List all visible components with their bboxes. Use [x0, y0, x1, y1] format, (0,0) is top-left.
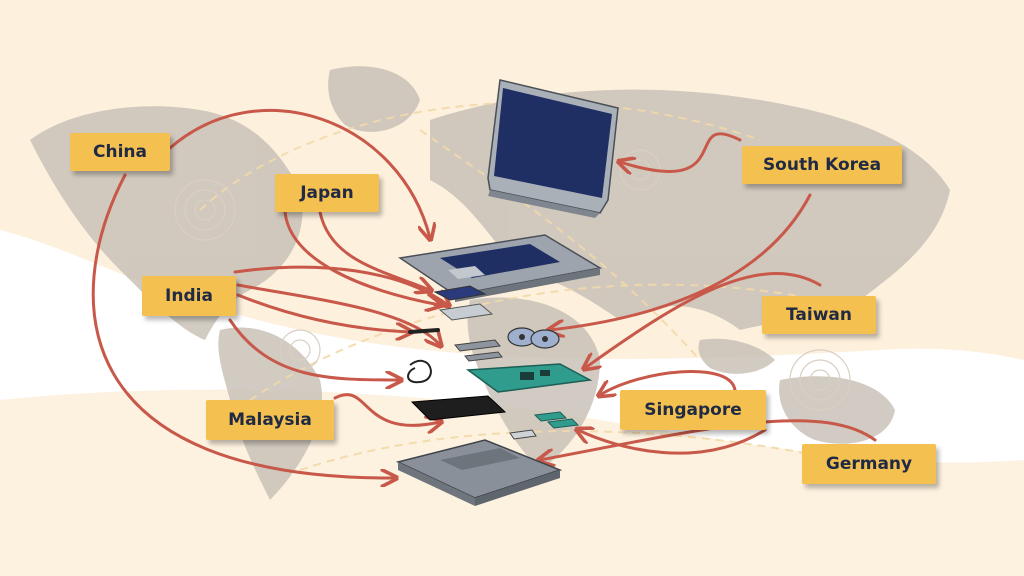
arrow-india-heatsink [236, 293, 410, 332]
label-taiwan: Taiwan [762, 296, 876, 334]
map-southeast-asia [698, 338, 775, 374]
label-malaysia: Malaysia [206, 400, 334, 440]
laptop-components [395, 79, 619, 506]
arrow-india-keyboard [233, 265, 448, 305]
ssd-plate [410, 395, 507, 421]
arrow-taiwan-motherboard [585, 272, 822, 368]
arrow-malaysia-ssd [333, 393, 440, 426]
laptop-screen [487, 79, 619, 218]
battery [433, 285, 487, 301]
heat-sink [438, 303, 494, 321]
bottom-case [395, 439, 563, 506]
arrow-singapore-motherboard [600, 370, 737, 395]
arrow-india-cable [228, 318, 400, 380]
arrow-china-keyboard [168, 109, 430, 238]
keyboard-deck [397, 234, 603, 302]
arrow-japan-battery [283, 210, 440, 305]
cooling-fans [507, 327, 560, 349]
label-germany: Germany [802, 444, 936, 484]
label-china: China [70, 133, 170, 171]
label-india: India [142, 276, 236, 316]
arrow-korea-fan [550, 193, 812, 330]
cable-connector [408, 328, 440, 334]
label-singapore: Singapore [620, 390, 766, 430]
heat-pipes [454, 339, 503, 362]
map-greenland [328, 66, 420, 132]
label-south-korea: South Korea [742, 146, 902, 184]
arrow-korea-screen [620, 132, 742, 172]
flow-arrows [91, 109, 877, 478]
label-japan: Japan [275, 174, 379, 212]
motherboard [465, 363, 593, 393]
memory-modules [509, 411, 580, 440]
arrow-singapore-memory [578, 430, 767, 455]
map-australia [779, 376, 895, 444]
arrow-china-bottom-case [91, 173, 395, 478]
cable-loop [407, 359, 432, 384]
arrow-india-motherboard [236, 283, 440, 345]
arrow-japan-keyboard [318, 210, 430, 290]
